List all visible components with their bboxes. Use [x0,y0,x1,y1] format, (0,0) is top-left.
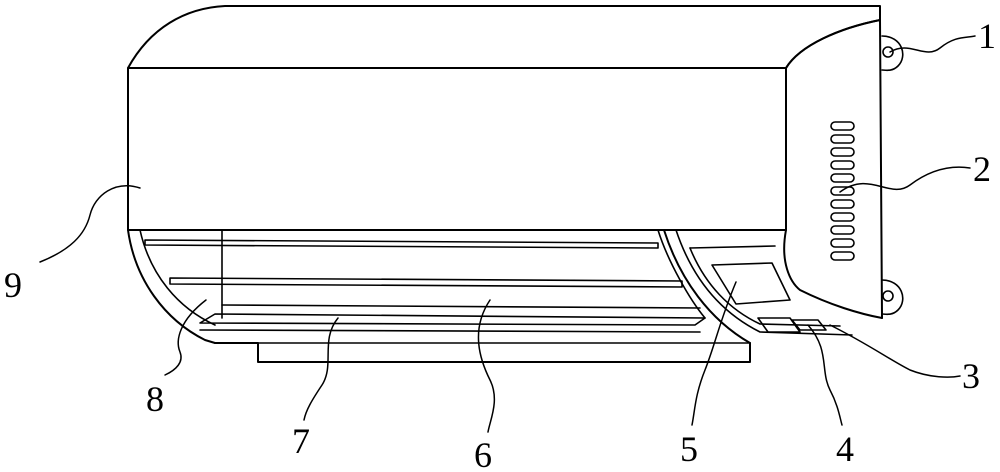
unit-housing [127,5,883,319]
side-vent-slots [830,121,855,261]
label-7: 7 [292,421,310,461]
label-6: 6 [474,435,492,472]
label-4: 4 [836,429,854,469]
leader-lines [39,35,976,433]
left-air-guide [127,229,223,344]
mounting-bracket [881,35,904,316]
label-5: 5 [680,429,698,469]
display-screen [711,262,791,305]
label-3: 3 [962,356,980,396]
bottom-outlet-panel [199,329,751,363]
label-1: 1 [978,16,996,56]
label-8: 8 [146,379,164,419]
right-curved-panel [663,229,853,344]
label-2: 2 [973,149,991,189]
label-9: 9 [4,265,22,305]
louvre-blades [144,229,706,326]
control-buttons [757,317,827,333]
